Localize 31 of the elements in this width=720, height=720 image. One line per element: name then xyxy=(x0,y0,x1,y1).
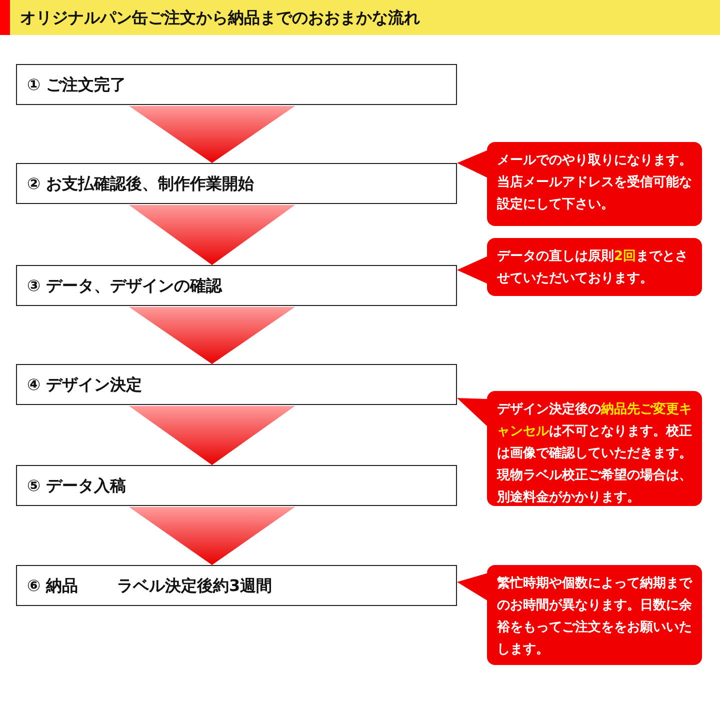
step-label: ③ データ、デザインの確認 xyxy=(27,276,222,297)
note-text: メールでのやり取りになります。当店メールアドレスを受信可能な設定にして下さい。 xyxy=(497,152,693,214)
down-arrow xyxy=(129,106,295,163)
speech-bubble xyxy=(487,391,702,506)
step-box xyxy=(16,364,457,405)
speech-bubble xyxy=(487,565,702,665)
note-text: デザイン決定後の納品先ご変更キャンセルは不可となります。校正は画像で確認していただきます。現物ラベル校正ご希望の場合は、別途料金がかかります。 xyxy=(497,400,693,507)
bubble-pointer xyxy=(457,398,488,427)
step-note: ラベル決定後約3週間 xyxy=(117,576,272,597)
step-box xyxy=(16,465,457,506)
title: オリジナルパン缶ご注文から納品までのおおまかな流れ xyxy=(20,8,420,29)
step-box xyxy=(16,64,457,105)
step-label: ④ デザイン決定 xyxy=(27,375,142,396)
speech-bubble xyxy=(487,142,702,226)
step-box xyxy=(16,565,457,606)
step-label: ⑥ 納品 xyxy=(27,576,78,597)
bubble-pointer xyxy=(457,150,488,178)
down-arrow xyxy=(129,406,295,465)
down-arrow xyxy=(129,507,295,565)
note-text: データの直しは原則2回までとさせていただいております。 xyxy=(497,248,690,288)
down-arrow xyxy=(129,205,295,265)
down-arrow xyxy=(129,307,295,364)
step-label: ① ご注文完了 xyxy=(27,75,126,96)
step-label: ⑤ データ入稿 xyxy=(27,476,126,497)
step-box xyxy=(16,163,457,204)
speech-bubble xyxy=(487,238,702,296)
step-box xyxy=(16,265,457,306)
bubble-pointer xyxy=(457,256,488,284)
step-label: ② お支払確認後、制作作業開始 xyxy=(27,174,254,195)
bubble-pointer xyxy=(457,573,488,601)
note-text: 繁忙時期や個数によって納期までのお時間が異なります。日数に余裕をもってご注文ををお願いいたします。 xyxy=(497,575,694,659)
